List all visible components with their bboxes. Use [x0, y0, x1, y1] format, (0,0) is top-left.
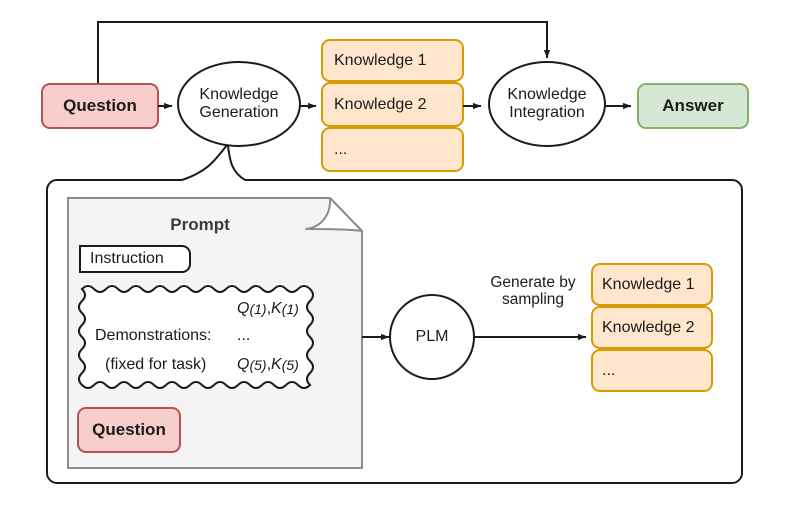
instruction-label: Instruction — [90, 250, 164, 267]
knowledge-box-bottom-3-label: ... — [602, 361, 616, 379]
answer-box — [637, 83, 749, 129]
knowledge-box-bottom-2 — [591, 306, 713, 349]
knowledge-box-top-3-label: ... — [334, 140, 348, 158]
knowledge-generation-ellipse — [177, 61, 301, 147]
detail-panel-border — [46, 179, 743, 484]
instruction-box — [79, 245, 191, 273]
demo-k1-base: K — [271, 300, 282, 317]
knowledge-box-top-2 — [321, 82, 464, 127]
knowledge-box-bottom-3 — [591, 349, 713, 392]
knowledge-box-bottom-2-label: Knowledge 2 — [602, 318, 695, 336]
demonstrations-line-3-left: (fixed for task) — [105, 356, 207, 373]
callout-curve-right — [227, 145, 246, 181]
knowledge-box-top-3 — [321, 127, 464, 172]
demonstrations-line-2-left: Demonstrations: — [95, 327, 212, 344]
demo-q5-sup: (5) — [249, 357, 267, 373]
demonstrations-line-1-right: Q(1), K(1) — [237, 296, 299, 322]
question-box-top — [41, 83, 159, 129]
feedback-edge — [97, 21, 551, 84]
knowledge-box-bottom-1 — [591, 263, 713, 306]
plm-circle — [389, 294, 475, 380]
demo-k5-sup: (5) — [281, 357, 299, 373]
demo-sep-1: , — [266, 300, 272, 317]
demo-q1-base: Q — [237, 300, 250, 317]
knowledge-box-top-1-label: Knowledge 1 — [334, 51, 427, 69]
knowledge-box-top-1 — [321, 39, 464, 82]
demo-sep-2: , — [266, 356, 272, 373]
question-box-prompt — [77, 407, 181, 453]
prompt-card-fold — [305, 197, 363, 232]
demo-q5-base: Q — [237, 356, 250, 373]
demonstrations-line-2-right: ... — [237, 327, 251, 344]
knowledge-box-top-2-label: Knowledge 2 — [334, 95, 427, 113]
demo-k1-sup: (1) — [281, 301, 299, 317]
callout-curve-left — [181, 144, 228, 181]
demonstrations-line-3-right: Q(5), K(5) — [237, 352, 299, 378]
demo-q1-sup: (1) — [249, 301, 267, 317]
knowledge-box-bottom-1-label: Knowledge 1 — [602, 275, 695, 293]
knowledge-integration-ellipse — [488, 61, 606, 147]
demo-k5-base: K — [271, 356, 282, 373]
demonstrations-box — [78, 285, 314, 389]
